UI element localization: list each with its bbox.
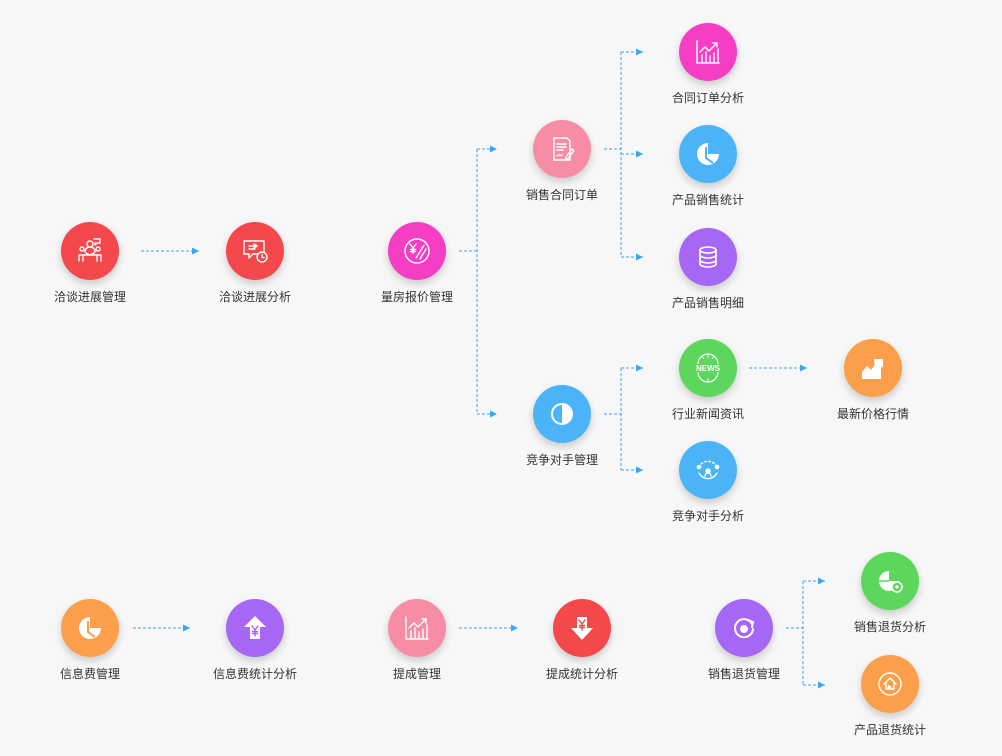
node-label: 竞争对手分析: [671, 509, 744, 523]
line-chart-icon: [388, 599, 446, 657]
node-product-sales-stat[interactable]: 产品销售统计: [643, 125, 773, 208]
node-contract-analysis[interactable]: 合同订单分析: [643, 23, 773, 106]
database-icon: [679, 228, 737, 286]
node-label: 量房报价管理: [380, 290, 453, 304]
node-label: 行业新闻资讯: [671, 407, 744, 421]
chat-clock-icon: [226, 222, 284, 280]
contract-sign-icon: [533, 120, 591, 178]
node-label: 信息费统计分析: [212, 667, 297, 681]
refresh-icon: [715, 599, 773, 657]
node-label: 产品退货统计: [853, 723, 926, 737]
user-focus-icon: [679, 441, 737, 499]
node-commission-mgmt[interactable]: 提成管理: [352, 599, 482, 682]
node-latest-price[interactable]: 最新价格行情: [808, 339, 938, 422]
node-info-fee-mgmt[interactable]: 信息费管理: [25, 599, 155, 682]
yen-down-arrow-icon: [553, 599, 611, 657]
node-info-fee-analysis[interactable]: 信息费统计分析: [190, 599, 320, 682]
node-label: 洽谈进展分析: [218, 290, 291, 304]
line-chart-icon: [679, 23, 737, 81]
node-return-mgmt[interactable]: 销售退货管理: [679, 599, 809, 682]
node-qiatan-analysis[interactable]: 洽谈进展分析: [190, 222, 320, 305]
node-label: 产品销售明细: [671, 296, 744, 310]
node-label: 销售退货分析: [853, 620, 926, 634]
yen-up-arrow-icon: [226, 599, 284, 657]
pie-chart-icon: [61, 599, 119, 657]
node-label: 提成管理: [392, 667, 441, 681]
node-product-sales-detail[interactable]: 产品销售明细: [643, 228, 773, 311]
node-label: 销售合同订单: [525, 188, 598, 202]
return-house-icon: [861, 655, 919, 713]
trend-up-icon: [844, 339, 902, 397]
node-commission-analysis[interactable]: 提成统计分析: [517, 599, 647, 682]
pie-chart-icon: [679, 125, 737, 183]
node-label: 产品销售统计: [671, 193, 744, 207]
node-contract-order[interactable]: 销售合同订单: [497, 120, 627, 203]
pie-badge-icon: [861, 552, 919, 610]
node-label: 提成统计分析: [545, 667, 618, 681]
node-product-return-stat[interactable]: 产品退货统计: [825, 655, 955, 738]
news-globe-icon: NEWS: [679, 339, 737, 397]
node-qiatan-mgmt[interactable]: 洽谈进展管理: [25, 222, 155, 305]
node-quote-mgmt[interactable]: 量房报价管理: [352, 222, 482, 305]
meeting-icon: [61, 222, 119, 280]
node-label: 合同订单分析: [671, 91, 744, 105]
yen-circle-icon: [388, 222, 446, 280]
half-circle-icon: [533, 385, 591, 443]
node-industry-news[interactable]: NEWS 行业新闻资讯: [643, 339, 773, 422]
node-return-analysis[interactable]: 销售退货分析: [825, 552, 955, 635]
news-text: NEWS: [696, 364, 721, 373]
node-competitor-mgmt[interactable]: 竞争对手管理: [497, 385, 627, 468]
node-competitor-analysis[interactable]: 竞争对手分析: [643, 441, 773, 524]
node-label: 最新价格行情: [836, 407, 909, 421]
node-label: 信息费管理: [59, 667, 120, 681]
node-label: 竞争对手管理: [525, 453, 598, 467]
node-label: 洽谈进展管理: [53, 290, 126, 304]
node-label: 销售退货管理: [707, 667, 780, 681]
